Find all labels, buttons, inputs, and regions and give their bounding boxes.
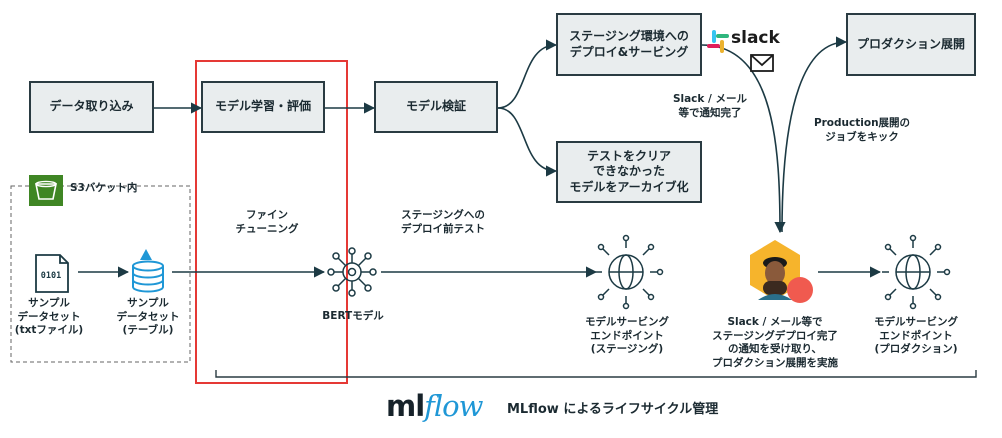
arrow-validate-to-archive [497,107,558,177]
slack-icon [707,30,729,53]
label-slack-notify: Slack / メール 等で通知完了 [672,93,748,119]
label-fine-tuning: ファイン チューニング [235,209,299,235]
label-prod-endpoint: モデルサービング エンドポイント (プロダクション) [874,316,958,356]
diagram-caption: MLflow によるライフサイクル管理 [507,402,719,417]
training-highlight-frame [195,60,348,384]
box-model-validation: モデル検証 [374,81,498,133]
mlflow-logo: mlflow [386,389,483,423]
arrow-staging-to-human [701,44,786,234]
lifecycle-bracket [215,370,977,378]
file-icon-code: 0101 [41,271,61,281]
mlflow-logo-ml: ml [386,389,425,423]
delta-table-icon [132,249,164,293]
bert-model-icon [327,247,377,297]
file-icon: 0101 [35,254,69,293]
label-sample-table: サンプル データセット (テーブル) [116,297,180,337]
person-avatar-icon [750,240,813,303]
s3-bucket-region [10,185,191,363]
box-model-training: モデル学習・評価 [201,81,325,133]
label-prod-kick: Production展開の ジョブをキック [813,117,911,143]
label-sample-txt: サンプル データセット (txtファイル) [14,297,84,337]
mlflow-logo-flow: flow [424,389,483,423]
arrow-validate-to-staging [497,39,558,109]
box-archive-model: テストをクリア できなかった モデルをアーカイブ化 [556,141,702,203]
label-pre-deploy-test: ステージングへの デプロイ前テスト [401,209,485,235]
arrow-human-to-prod [781,36,848,233]
s3-bucket-label: S3バケット内 [70,182,138,194]
slack-logo-text: slack [731,28,780,48]
globe-endpoint-icon [882,234,951,310]
label-bert-model: BERTモデル [322,310,384,322]
box-production-deploy: プロダクション展開 [846,13,976,76]
box-data-ingestion: データ取り込み [29,81,154,133]
mail-icon [750,54,774,72]
label-human-action: Slack / メール等で ステージングデプロイ完了 の通知を受け取り、 プロダ… [712,316,838,369]
s3-bucket-icon [29,175,63,206]
globe-endpoint-icon [596,234,664,310]
label-staging-endpoint: モデルサービング エンドポイント (ステージング) [585,316,669,356]
box-staging-deploy: ステージング環境への デプロイ&サービング [556,13,702,76]
